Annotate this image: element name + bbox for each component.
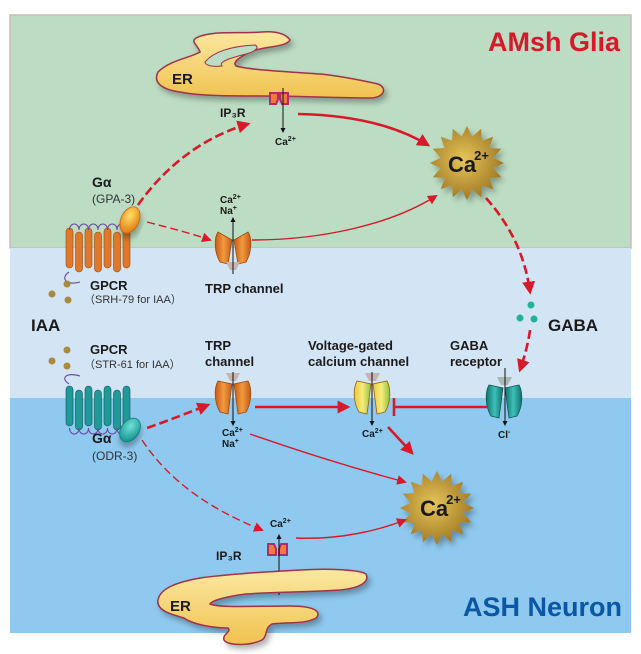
glia-trp-label: TRP channel (205, 281, 284, 296)
glia-galpha-label: Gα (92, 174, 112, 190)
gpcr-helix (84, 385, 93, 427)
gaba-receptor-ion: Cl- (498, 429, 511, 441)
gaba-ligands (516, 301, 538, 323)
gpcr-helix (65, 385, 74, 427)
neuron-trp-label-1: TRP (205, 338, 231, 353)
neuron-galpha-sub: (ODR-3) (92, 449, 137, 463)
gaba-receptor-label-2: receptor (450, 354, 502, 369)
glia-er-label: ER (172, 71, 193, 88)
gpcr-helix (75, 231, 83, 273)
gpcr-helix (122, 227, 131, 269)
neuron-gpcr-sub: （STR-61 for IAA） (84, 358, 181, 371)
gaba-label: GABA (548, 316, 598, 335)
arrow-ip3r-glia-to-ca (297, 112, 431, 147)
gpcr-helix (84, 227, 93, 269)
glia-galpha-sub: (GPA-3) (92, 192, 135, 206)
neuron-trp-ion-na: Na+ (222, 438, 239, 450)
glia-calcium-star (430, 126, 504, 200)
glia-gpcr (64, 223, 131, 284)
glia-ip3r-channel (269, 88, 289, 133)
glia-ip3r-label: IP₃R (220, 106, 246, 120)
glia-trp-ion-na: Na+ (220, 205, 237, 217)
glia-ip3r-ion: Ca2+ (275, 136, 296, 148)
arrow-ca-glia-to-gaba-release (485, 197, 536, 295)
arrow-gaba-to-receptor (517, 329, 532, 373)
vgcc-label-1: Voltage-gated (308, 338, 393, 353)
gpcr-helix (94, 389, 102, 431)
neuron-trp-channel (214, 372, 252, 426)
neuron-calcium-label: Ca2+ (420, 492, 461, 521)
arrow-ip3r-neuron-to-ca (295, 518, 407, 539)
gpcr-tail (64, 374, 81, 385)
gpcr-helix (65, 227, 74, 269)
vgcc-label-2: calcium channel (308, 354, 409, 369)
glia-region (9, 14, 632, 249)
glia-galpha (119, 206, 141, 234)
arrow-galpha-neuron-to-ip3r (141, 439, 264, 532)
arrow-trp-neuron-to-ca (249, 433, 407, 485)
glia-trp-channel (214, 217, 252, 274)
extracellular-region (10, 248, 631, 398)
gaba-receptor-channel (485, 368, 523, 426)
gaba-receptor-label-1: GABA (450, 338, 489, 353)
neuron-title: ASH Neuron (463, 592, 622, 622)
gpcr-helix (94, 231, 102, 273)
gpcr-helix (75, 389, 83, 431)
gpcr-helix (103, 227, 112, 269)
gpcr-helix (113, 231, 121, 273)
iaa-ligands-neuron (48, 346, 71, 370)
iaa-label: IAA (31, 316, 60, 335)
neuron-gpcr (64, 374, 131, 435)
neuron-galpha (119, 417, 141, 443)
gpcr-helix (103, 385, 112, 427)
glia-gpcr-label: GPCR (90, 278, 128, 293)
arrow-vgcc-to-ca-neuron (387, 426, 414, 455)
neuron-galpha-label: Gα (92, 430, 112, 446)
neuron-ip3r-label: IP₃R (216, 549, 242, 563)
glia-gpcr-sub: （SRH-79 for IAA） (84, 293, 182, 306)
arrow-trp-glia-to-ca (251, 194, 438, 241)
glia-er (155, 31, 385, 99)
pathway-arrows (136, 112, 536, 539)
gpcr-helix (113, 389, 121, 431)
arrow-galpha-glia-to-trp (146, 221, 212, 243)
vgcc-channel (353, 372, 391, 426)
neuron-er-label: ER (170, 598, 191, 615)
glia-title: AMsh Glia (488, 27, 621, 57)
neuron-calcium-star (400, 471, 474, 545)
arrow-galpha-glia-to-ip3r (136, 120, 251, 206)
neuron-gpcr-label: GPCR (90, 342, 128, 357)
neuron-region (10, 398, 631, 633)
glia-calcium-label: Ca2+ (448, 148, 489, 177)
panel-frame (9, 14, 632, 633)
neuron-trp-label-2: channel (205, 354, 254, 369)
neuron-er (157, 568, 368, 646)
iaa-ligands-glia (48, 280, 72, 304)
arrow-galpha-neuron-to-trp (146, 402, 211, 430)
